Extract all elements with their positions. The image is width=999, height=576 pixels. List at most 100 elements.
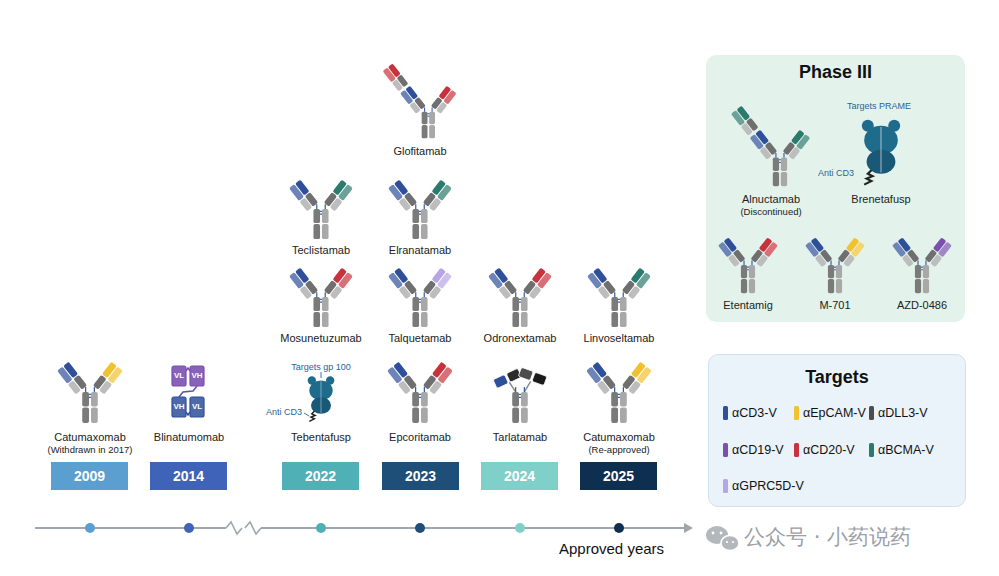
fab-arm [388,180,417,212]
legend-text: αEpCAM-V [803,406,866,420]
timeline-dot [184,523,194,533]
hinge-line [751,260,752,264]
constant-domain [300,198,313,212]
scfv-domain [493,374,509,388]
fc-domain [512,408,519,424]
variable-domain [636,272,651,289]
domain-label: VH [119,402,239,412]
fc-domain [422,125,428,138]
legend-swatch [794,443,799,457]
molecule-node: Tarlatamab [472,357,568,446]
fc-domain [421,408,428,424]
name-block: Catumaxomab(Withdrawn in 2017) [20,431,160,456]
drug-name: Glofitamab [350,145,490,158]
legend-swatch [869,406,874,420]
antibody-illustration [388,268,452,328]
molecule-shape [472,263,568,329]
hinge-line [519,299,521,300]
name-block: Brenetafusp [811,193,951,206]
hinge-line [775,153,776,157]
year-label: 2009 [74,468,105,484]
legend-swatch [723,443,728,457]
constant-domain [392,79,403,91]
fc-domain [412,224,419,239]
molecule-shape [571,357,667,425]
molecule-shape [723,102,819,188]
hinge-line [325,292,326,297]
hinge-line [419,299,421,300]
axis-break [226,522,242,534]
name-block: Linvoseltamab [549,332,689,345]
molecule-shape [700,233,796,295]
year-box: 2014 [150,462,227,490]
fc-domain [82,408,89,424]
molecule-shape [372,357,468,425]
name-block: Odronextamab [450,332,590,345]
hinge-line [743,260,744,264]
fc-domain [836,279,842,293]
fc-domain [923,265,929,278]
molecule-shape [372,60,468,140]
variable-domain [796,134,810,150]
molecule-node: Elranatamab [372,175,468,259]
hinge-line [424,204,425,209]
tcr-illustration [308,376,335,421]
timeline-dot [316,523,326,533]
fc-domain [923,279,929,293]
molecule-node: Catumaxomab(Withdrawn in 2017) [42,357,138,459]
tarlatamab-illustration [493,367,547,423]
fab-arm [431,86,457,114]
axis-break [245,522,261,534]
hinge-line [415,292,416,297]
molecule-node: AZD-0486 [874,233,970,314]
hinge-line [515,292,516,297]
fc-domain [915,279,921,293]
legend-text: αBCMA-V [878,443,934,457]
antibody-illustration [383,63,457,138]
hinge-line [623,387,624,392]
drug-name: M-701 [765,299,905,312]
name-block: Elranatamab [350,244,490,257]
fab-arm [388,268,417,300]
fab-arm [289,268,318,300]
hinge-line [747,269,749,270]
molecule-node: Teclistamab [273,175,369,259]
name-block: Glofitamab [350,145,490,158]
fc-domain [313,297,320,311]
fc-domain [82,392,89,407]
chain-divider [321,381,322,413]
constant-domain [597,380,610,394]
variable-domain [750,134,764,150]
fc-domain [429,125,435,138]
variable-domain [587,272,602,289]
molecule-node: Talquetamab [372,263,468,347]
constant-domain [756,254,768,267]
drug-name: Tarlatamab [450,431,590,444]
hinge-line [316,292,317,297]
variable-domain [289,184,304,201]
fc-domain [915,265,921,278]
molecule-shape [472,357,568,425]
constant-domain [429,380,442,394]
name-block: Alnuctamab(Discontinued) [701,193,841,218]
molecule-node: Glofitamab [372,60,468,160]
hinge-line [89,394,91,395]
fc-domain [412,392,419,407]
hinge-line [428,113,430,114]
panel-box: TargetsαCD3-VαEpCAM-VαDLL3-VαCD19-VαCD20… [708,354,966,507]
scfv [518,367,547,385]
molecule-node: Linvoseltamab [571,263,667,347]
fc-domain [91,408,98,424]
hinge-line [917,260,918,264]
legend-item: αCD3-V [723,406,777,420]
hinge-line [830,260,831,264]
fc-domain [620,408,627,424]
wechat-icon [712,532,715,535]
fc-domain [620,392,627,407]
fab-arm [587,268,616,300]
year-box: 2009 [51,462,128,490]
constant-domain [330,198,343,212]
status-note: (Withdrawn in 2017) [20,444,160,456]
hinge-line [320,302,322,303]
constant-domain [99,380,112,394]
